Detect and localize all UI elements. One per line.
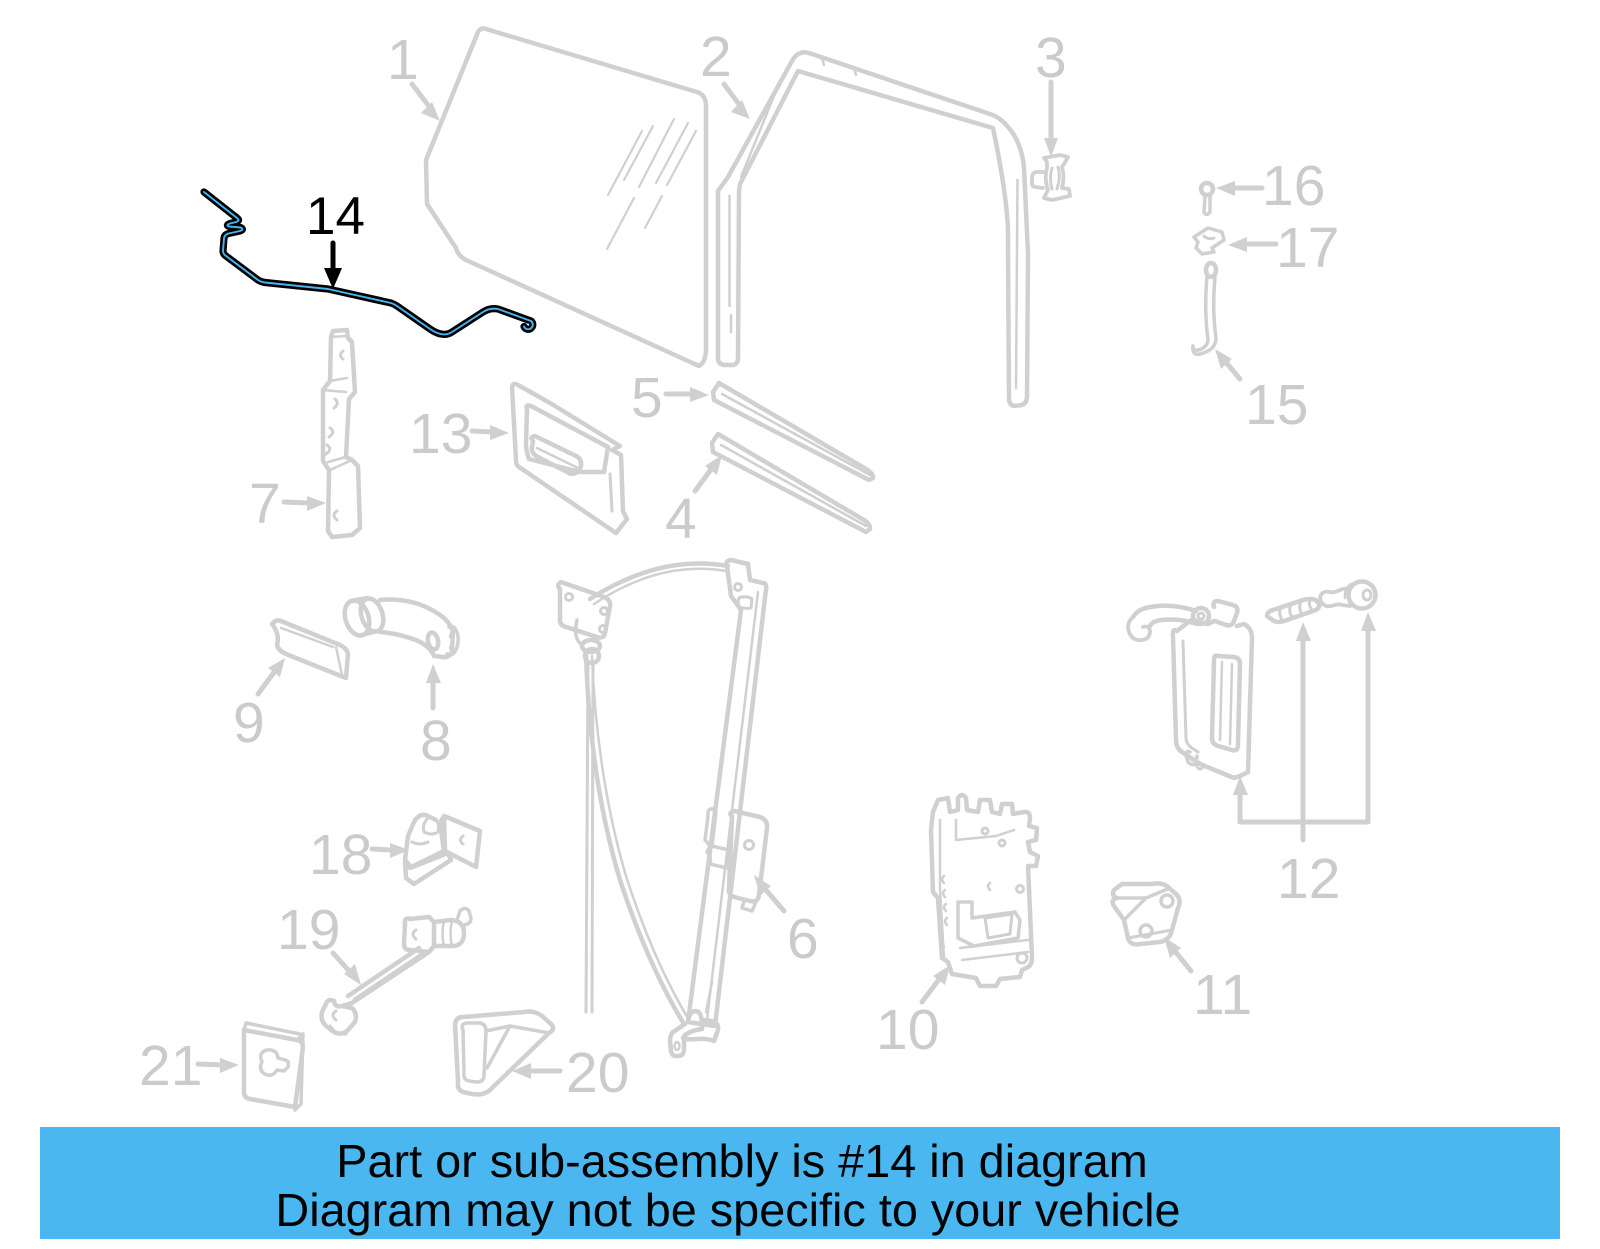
svg-text:7: 7 <box>249 472 281 536</box>
svg-text:1: 1 <box>387 28 419 92</box>
svg-text:13: 13 <box>409 402 472 466</box>
svg-text:3: 3 <box>1035 26 1067 90</box>
svg-text:16: 16 <box>1262 154 1325 218</box>
svg-text:18: 18 <box>309 823 372 887</box>
svg-text:9: 9 <box>233 691 265 755</box>
svg-text:11: 11 <box>1193 963 1252 1027</box>
svg-text:5: 5 <box>631 366 663 430</box>
svg-text:20: 20 <box>566 1041 629 1105</box>
svg-text:Part or sub-assembly is #14 in: Part or sub-assembly is #14 in diagram <box>336 1135 1148 1187</box>
svg-text:15: 15 <box>1245 373 1308 437</box>
svg-text:21: 21 <box>139 1034 202 1098</box>
svg-text:17: 17 <box>1276 216 1339 280</box>
svg-text:10: 10 <box>876 998 939 1062</box>
svg-text:6: 6 <box>787 907 819 971</box>
svg-text:19: 19 <box>277 898 340 962</box>
svg-text:14: 14 <box>306 187 365 246</box>
svg-text:Diagram may not be specific to: Diagram may not be specific to your vehi… <box>275 1184 1180 1236</box>
svg-text:4: 4 <box>665 487 697 551</box>
svg-text:8: 8 <box>420 709 452 773</box>
svg-text:2: 2 <box>700 25 732 89</box>
svg-text:12: 12 <box>1277 847 1340 911</box>
